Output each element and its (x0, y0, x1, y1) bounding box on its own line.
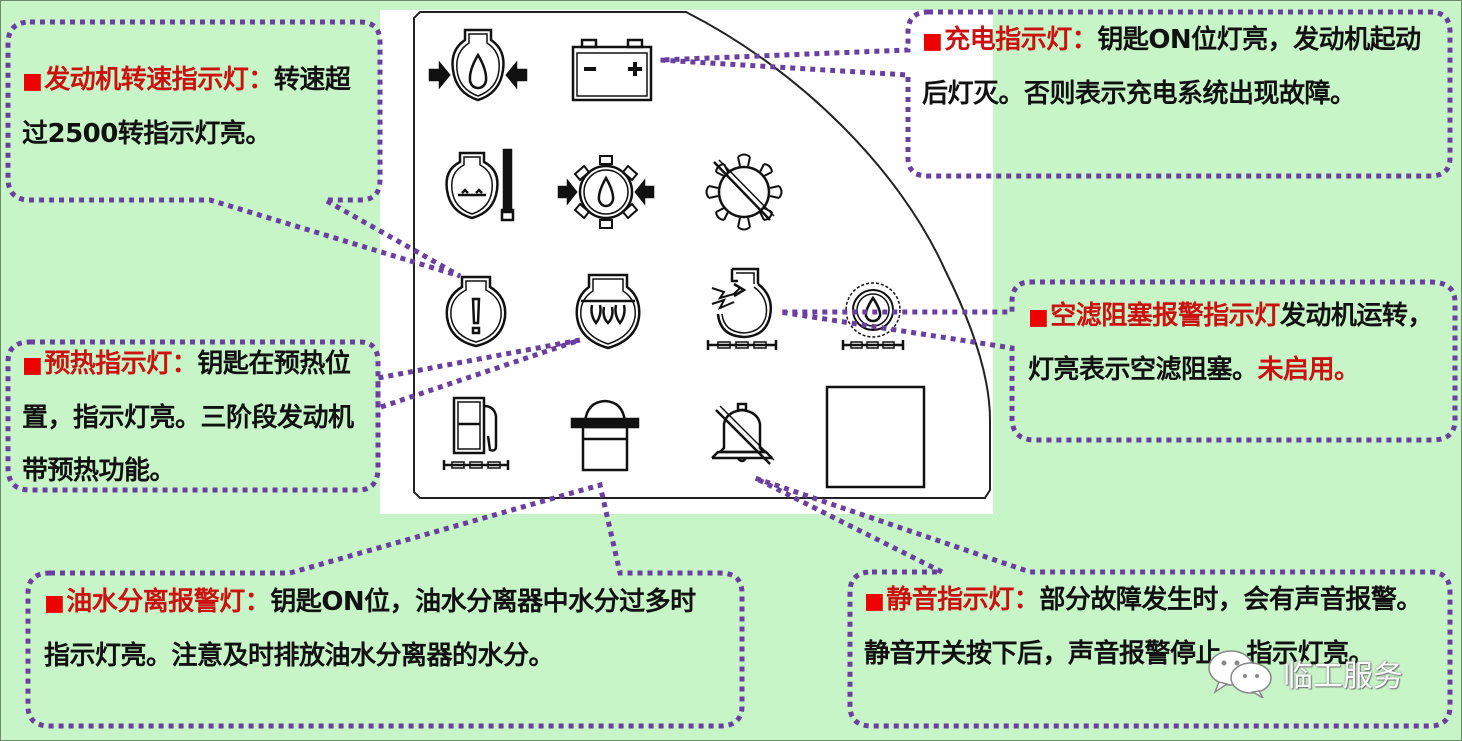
oil-water-separator-icon (570, 399, 640, 472)
bullet-icon: ■ (22, 69, 43, 94)
callout-border-engine-speed (5, 19, 462, 279)
air-filter-clog-icon (706, 267, 778, 350)
battery-charge-icon (571, 38, 653, 102)
callout-charge: ■充电指示灯：钥匙ON位灯亮，发动机起动后灯灭。否则表示充电系统出现故障。 (910, 14, 1445, 121)
bullet-icon: ■ (22, 353, 43, 378)
callout-mute: ■静音指示灯：部分故障发生时，会有声音报警。静音开关按下后，声音报警停止，指示灯… (852, 574, 1447, 681)
callout-body: 钥匙ON位，油水分离器中水分过多时指示灯亮。注意及时排放油水分离器的水分。 (44, 587, 696, 671)
callout-border-mute (753, 475, 1453, 729)
callout-border-air-filter (779, 279, 1458, 443)
callout-title: 空滤阻塞报警指示灯 (1050, 301, 1280, 331)
callout-title: 充电指示灯： (944, 25, 1098, 55)
callout-body: 钥匙ON位灯亮，发动机起动后灯灭。否则表示充电系统出现故障。 (922, 25, 1421, 109)
watermark: 临工服务 (1205, 648, 1403, 698)
bullet-icon: ■ (864, 589, 885, 614)
instrument-panel-outline (413, 11, 991, 499)
mute-bell-icon (711, 402, 775, 465)
bullet-icon: ■ (1028, 305, 1049, 330)
preheat-icon (575, 273, 641, 350)
callout-air-filter: ■空滤阻塞报警指示灯发动机运转，灯亮表示空滤阻塞。未启用。 (1016, 290, 1446, 397)
engine-coolant-temp-icon (445, 148, 515, 222)
gear-crossed-icon (705, 153, 783, 231)
watermark-text: 临工服务 (1283, 659, 1403, 694)
fuel-level-icon (442, 396, 510, 470)
callout-title: 静音指示灯： (886, 585, 1040, 615)
callout-body: 钥匙在预热位置，指示灯亮。三阶段发动机带预热功能。 (22, 349, 354, 486)
callout-engine-speed: ■发动机转速指示灯：转速超过2500转指示灯亮。 (10, 54, 380, 161)
callout-title: 发动机转速指示灯： (44, 65, 274, 95)
callout-preheat: ■预热指示灯：钥匙在预热位置，指示灯亮。三阶段发动机带预热功能。 (10, 338, 370, 498)
callout-title: 油水分离报警灯： (66, 587, 271, 617)
callout-oil-water: ■油水分离报警灯：钥匙ON位，油水分离器中水分过多时指示灯亮。注意及时排放油水分… (32, 576, 712, 683)
bullet-icon: ■ (922, 29, 943, 54)
callout-body: 转速超过2500转指示灯亮。 (22, 65, 351, 149)
callout-title: 预热指示灯： (44, 349, 198, 379)
callout-note: 未启用。 (1257, 355, 1361, 385)
engine-speed-icon (428, 28, 528, 102)
engine-oil-pressure-icon (557, 155, 655, 229)
callout-border-charge (659, 9, 1453, 179)
bullet-icon: ■ (44, 591, 65, 616)
blank-indicator (825, 385, 926, 489)
callout-border-preheat (5, 337, 581, 493)
callout-border-oil-water (25, 481, 745, 729)
callout-body: 发动机运转，灯亮表示空滤阻塞。 (1028, 301, 1433, 385)
callout-body: 部分故障发生时，会有声音报警。静音开关按下后，声音报警停止，指示灯亮。 (864, 585, 1422, 669)
wechat-icon (1208, 650, 1272, 698)
engine-warning-icon (445, 275, 507, 348)
